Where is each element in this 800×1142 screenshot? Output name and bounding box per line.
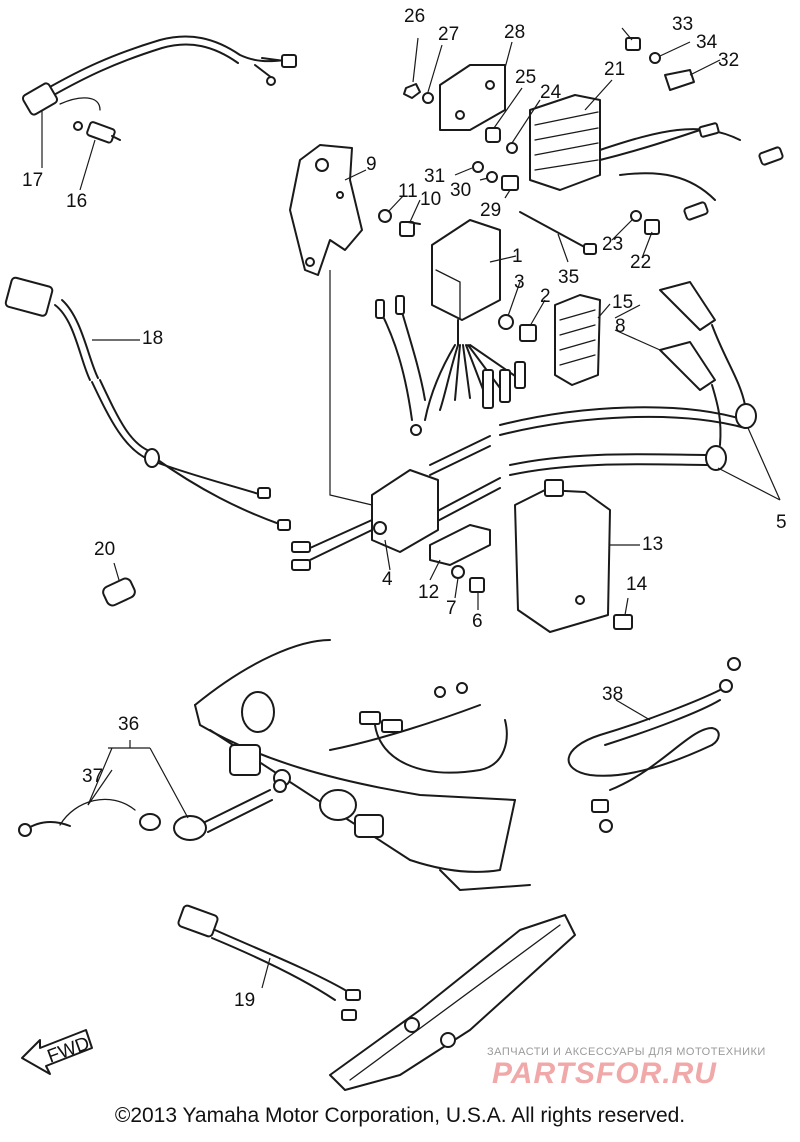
washer-3-bolt-2	[498, 314, 537, 342]
callout-5: 5	[776, 512, 787, 533]
cap-20	[102, 577, 136, 607]
callout-31: 31	[424, 166, 445, 187]
fasteners-22-23	[630, 210, 660, 235]
callout-3: 3	[514, 272, 525, 293]
callout-16: 16	[66, 191, 87, 212]
callout-4: 4	[382, 569, 393, 590]
callout-26: 26	[404, 6, 425, 27]
callout-17: 17	[22, 170, 43, 191]
callout-19: 19	[234, 990, 255, 1011]
callout-23: 23	[602, 234, 623, 255]
callout-14: 14	[626, 574, 648, 595]
callout-9: 9	[366, 154, 377, 175]
holder-15	[554, 294, 601, 386]
fwd-arrow: FWD	[21, 1029, 93, 1075]
callout-2: 2	[540, 286, 551, 307]
fasteners-29-30-31	[472, 161, 519, 191]
washer-11-bolt-10	[378, 209, 421, 237]
ht-leads-5	[429, 403, 757, 526]
callout-29: 29	[480, 200, 501, 221]
cdi-unit-1	[375, 219, 526, 436]
cover-13	[514, 479, 611, 633]
callout-38: 38	[602, 684, 623, 705]
bottom-cowling	[194, 639, 531, 891]
switch-16	[73, 121, 121, 144]
callout-12: 12	[418, 582, 439, 603]
plug-cap-wire-17	[21, 35, 297, 116]
callout-36: 36	[118, 714, 139, 735]
stop-switch-36	[173, 779, 287, 841]
bracket-9	[289, 144, 363, 276]
callout-7: 7	[446, 598, 457, 619]
nut-26-washer-27	[403, 83, 434, 104]
switch-19	[177, 904, 361, 1021]
copyright-notice: ©2013 Yamaha Motor Corporation, U.S.A. A…	[114, 1104, 686, 1127]
fwd-label: FWD	[45, 1033, 93, 1068]
callout-13: 13	[642, 534, 663, 555]
callout-25: 25	[515, 67, 536, 88]
callout-37: 37	[82, 766, 103, 787]
callout-15: 15	[612, 292, 633, 313]
harness-18	[4, 276, 291, 531]
wire-harness-lower	[329, 682, 508, 774]
leader-lines	[41, 27, 781, 989]
ignition-coil-4	[291, 469, 439, 571]
callout-18: 18	[142, 328, 163, 349]
callout-22: 22	[630, 252, 651, 273]
callout-10: 10	[420, 189, 441, 210]
fasteners-32-33-34	[625, 37, 695, 91]
callout-32: 32	[718, 50, 739, 71]
cable-tie-35	[519, 211, 597, 255]
callout-20: 20	[94, 539, 115, 560]
callout-21: 21	[604, 59, 625, 80]
wire-38	[567, 657, 741, 833]
callout-6: 6	[472, 611, 483, 632]
watermark-tagline: ЗАПЧАСТИ И АКСЕССУАРЫ ДЛЯ МОТОТЕХНИКИ	[487, 1046, 766, 1058]
spacer-25-collar-24	[485, 127, 518, 154]
callout-28: 28	[504, 22, 525, 43]
callout-24: 24	[540, 82, 562, 103]
callout-labels: 1 2 3 4 5 6 7 8 9 10 11 12 13 14 15 16 1…	[22, 6, 787, 1011]
screw-14	[613, 614, 633, 630]
callout-33: 33	[672, 14, 693, 35]
callout-1: 1	[512, 246, 523, 267]
callout-27: 27	[438, 24, 459, 45]
lanyard-37	[18, 798, 161, 837]
callout-11: 11	[398, 181, 418, 202]
tiller-bracket	[329, 914, 576, 1091]
callout-8: 8	[615, 316, 626, 337]
watermark-logo: PARTSFOR.RU	[492, 1057, 717, 1090]
leaders-36	[87, 740, 189, 819]
rectifier-21	[529, 94, 784, 221]
callout-30: 30	[450, 180, 471, 201]
callout-35: 35	[558, 267, 579, 288]
bracket-28	[439, 64, 506, 131]
callout-34: 34	[696, 32, 718, 53]
